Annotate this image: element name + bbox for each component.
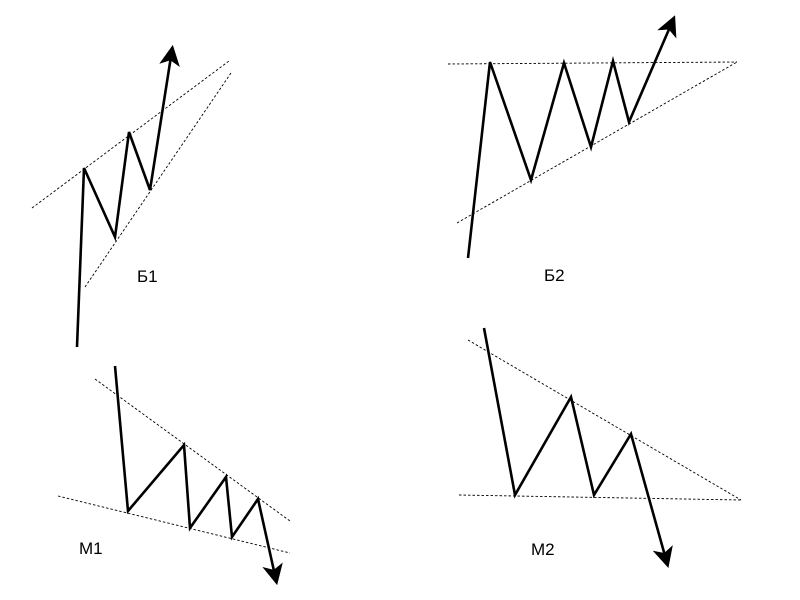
- m2-label: М2: [531, 540, 555, 559]
- pattern-m2: М2: [458, 327, 742, 569]
- m2-resistance-line: [467, 339, 742, 501]
- m1-price-path: [113, 365, 283, 586]
- m1-lower-trendline: [57, 495, 291, 554]
- b2-price-path: [466, 15, 677, 259]
- b2-label: Б2: [544, 266, 565, 285]
- b1-price-path: [75, 44, 180, 348]
- b1-label: Б1: [137, 267, 158, 286]
- m1-upper-trendline: [94, 378, 291, 522]
- m2-price-path: [482, 327, 673, 569]
- m1-label: М1: [79, 539, 103, 558]
- pattern-b1: Б1: [31, 44, 232, 348]
- m2-support-line: [458, 494, 742, 501]
- pattern-m1: М1: [57, 365, 291, 586]
- b1-lower-trendline: [84, 72, 232, 288]
- b2-resistance-line: [447, 61, 738, 65]
- pattern-b2: Б2: [447, 15, 738, 285]
